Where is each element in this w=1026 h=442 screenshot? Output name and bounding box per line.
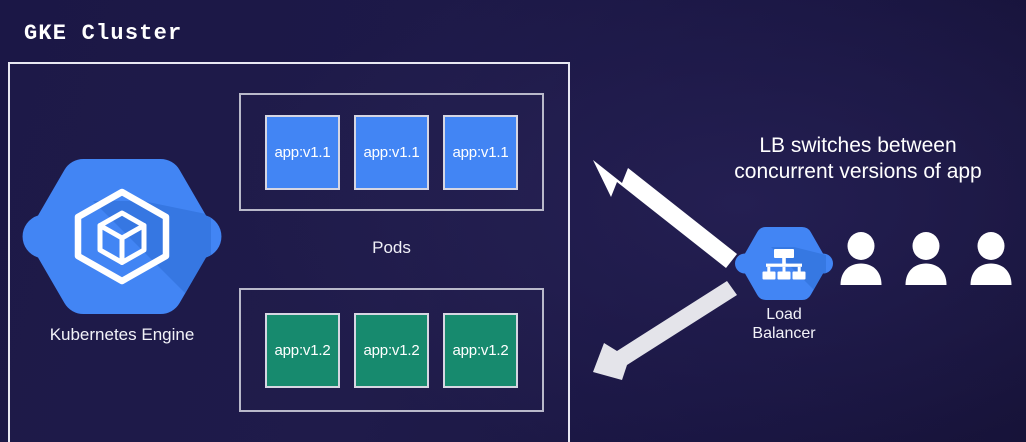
user-icon bbox=[840, 232, 882, 285]
pod-group-v12: app:v1.2 app:v1.2 app:v1.2 bbox=[239, 288, 544, 412]
kubernetes-engine-label: Kubernetes Engine bbox=[49, 325, 195, 344]
pod-v12-3[interactable]: app:v1.2 bbox=[443, 312, 518, 388]
callout-line-2: concurrent versions of app bbox=[734, 160, 982, 184]
kubernetes-engine-hexagon-icon bbox=[22, 155, 222, 318]
load-balancer-label: Load Balancer bbox=[752, 306, 816, 342]
pod-v11-2[interactable]: app:v1.1 bbox=[354, 114, 429, 190]
pod-group-v11: app:v1.1 app:v1.1 app:v1.1 bbox=[239, 93, 544, 211]
callout-text: LB switches between concurrent versions … bbox=[688, 133, 1026, 185]
users-group bbox=[838, 232, 1014, 286]
kubernetes-engine-node: Kubernetes Engine bbox=[22, 155, 222, 345]
load-balancer-hexagon-icon bbox=[735, 225, 833, 302]
user-icon bbox=[905, 232, 947, 285]
user-icon bbox=[970, 232, 1012, 285]
arrow-lb-to-v12 bbox=[593, 281, 737, 380]
pods-label: Pods bbox=[372, 238, 411, 257]
pod-v11-1[interactable]: app:v1.1 bbox=[265, 114, 340, 190]
page-title: GKE Cluster bbox=[24, 21, 183, 46]
callout-line-1: LB switches between bbox=[759, 134, 957, 157]
gke-cluster-boundary bbox=[8, 62, 570, 442]
pod-v12-2[interactable]: app:v1.2 bbox=[354, 312, 429, 388]
pod-v11-3[interactable]: app:v1.1 bbox=[443, 114, 518, 190]
pod-v12-1[interactable]: app:v1.2 bbox=[265, 312, 340, 388]
load-balancer-node: Load Balancer bbox=[735, 225, 833, 344]
